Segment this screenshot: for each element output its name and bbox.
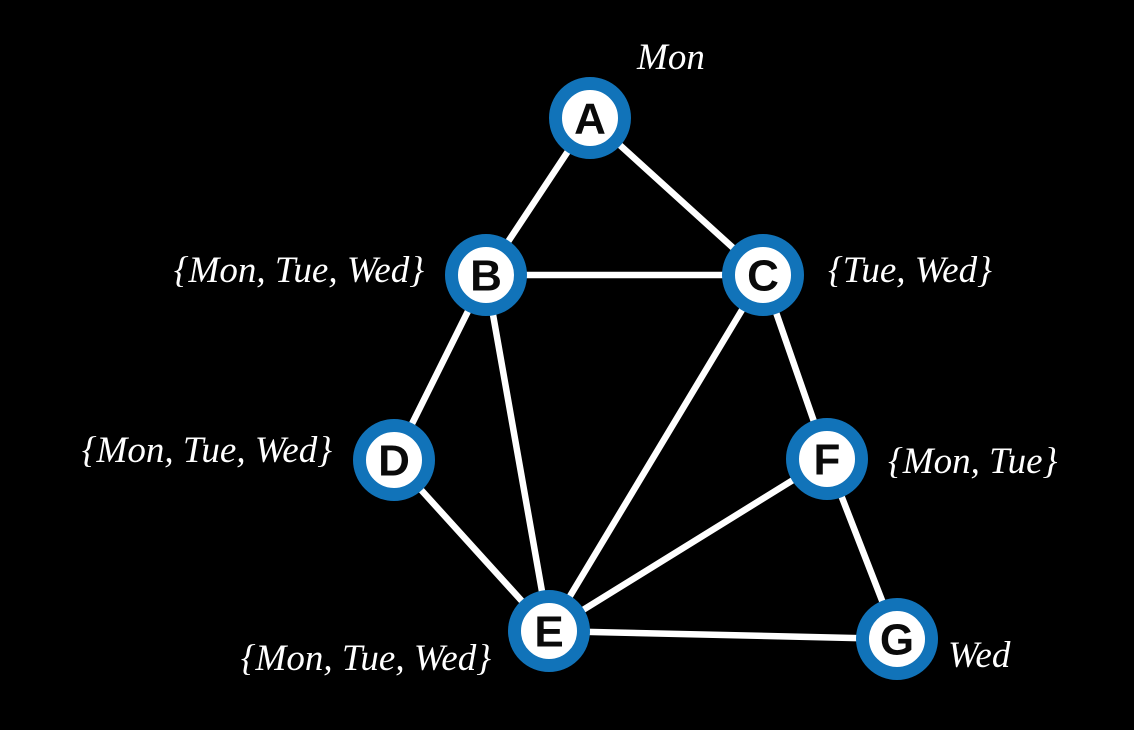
edge-B-E: [482, 271, 553, 635]
node-letter-F: F: [814, 435, 841, 484]
domain-label-B: {Mon, Tue, Wed}: [174, 250, 424, 291]
node-circle-E: [508, 590, 590, 672]
node-circle-G: [856, 598, 938, 680]
node-letter-E: E: [534, 607, 563, 656]
node-G: G: [856, 598, 938, 680]
edge-E-G: [545, 627, 901, 643]
edge-C-E: [545, 271, 767, 635]
node-letter-B: B: [470, 251, 502, 300]
node-D: D: [353, 419, 435, 501]
node-F: F: [786, 418, 868, 500]
domain-label-E: {Mon, Tue, Wed}: [241, 638, 491, 679]
node-letter-D: D: [378, 436, 410, 485]
domain-label-C: {Tue, Wed}: [828, 250, 992, 291]
node-A: A: [549, 77, 631, 159]
node-B: B: [445, 234, 527, 316]
node-circle-D: [353, 419, 435, 501]
node-C: C: [722, 234, 804, 316]
domain-label-F: {Mon, Tue}: [888, 441, 1058, 482]
node-circle-A: [549, 77, 631, 159]
node-circle-F: [786, 418, 868, 500]
node-circle-B: [445, 234, 527, 316]
node-circle-C: [722, 234, 804, 316]
node-letter-C: C: [747, 251, 779, 300]
domain-label-D: {Mon, Tue, Wed}: [82, 430, 332, 471]
domain-label-G: Wed: [948, 635, 1011, 676]
node-E: E: [508, 590, 590, 672]
node-letter-G: G: [880, 615, 914, 664]
edge-E-F: [545, 455, 831, 635]
node-letter-A: A: [574, 94, 606, 143]
domain-label-A: Mon: [636, 37, 705, 78]
